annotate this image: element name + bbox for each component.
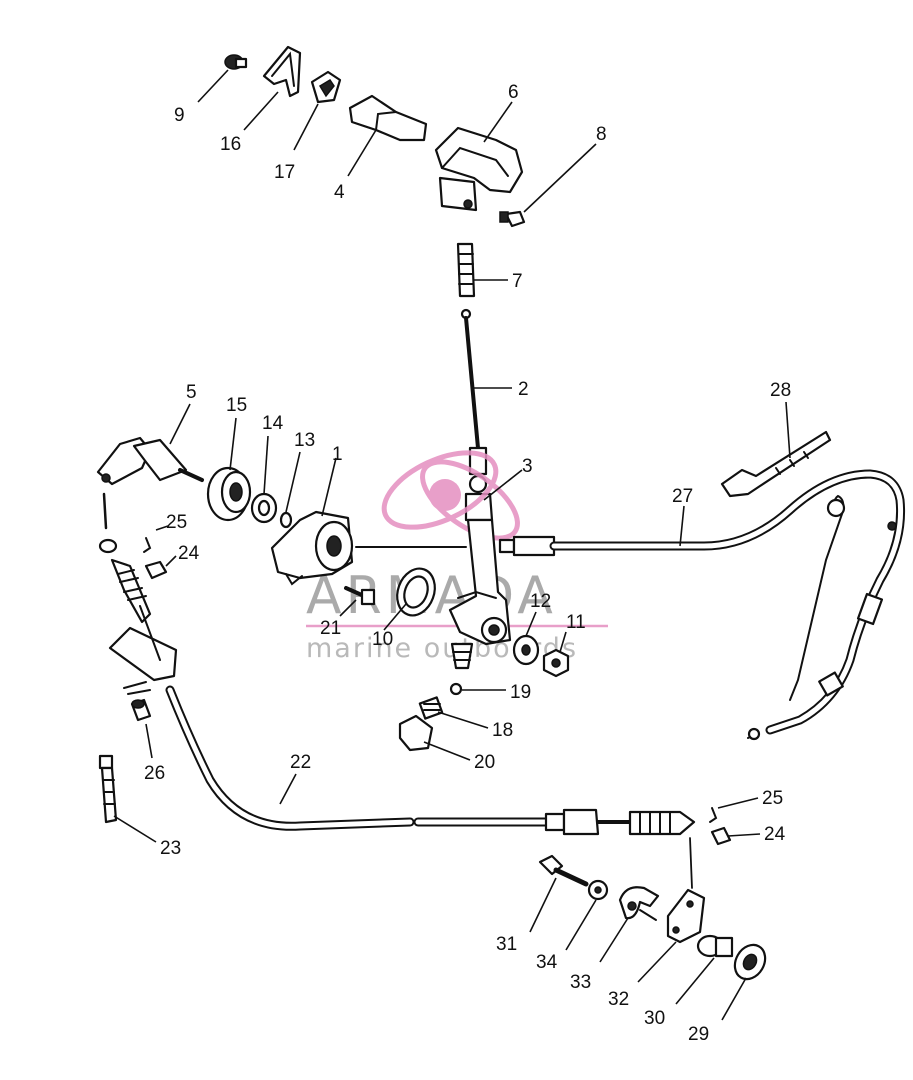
label-30: 30 bbox=[644, 1008, 665, 1029]
label-9: 9 bbox=[174, 105, 185, 126]
part-25a-clip bbox=[143, 537, 152, 553]
leader-lines bbox=[113, 69, 791, 1021]
label-27: 27 bbox=[672, 486, 693, 507]
part-10-seal bbox=[396, 567, 436, 617]
label-12: 12 bbox=[530, 591, 551, 612]
armada-logo-icon bbox=[381, 450, 520, 541]
label-4: 4 bbox=[334, 182, 345, 203]
part-27-cable bbox=[498, 469, 906, 741]
label-21: 21 bbox=[320, 618, 341, 639]
part-16-bracket bbox=[262, 45, 302, 98]
part-1-housing bbox=[270, 510, 354, 586]
label-28: 28 bbox=[770, 380, 791, 401]
part-14-washer bbox=[250, 492, 278, 524]
label-25b: 25 bbox=[762, 788, 783, 809]
part-32-plate bbox=[666, 888, 706, 944]
label-17: 17 bbox=[274, 162, 295, 183]
label-25a: 25 bbox=[166, 512, 187, 533]
label-24b: 24 bbox=[764, 824, 786, 845]
part-5-shaft bbox=[96, 436, 204, 486]
label-20: 20 bbox=[474, 752, 495, 773]
label-10: 10 bbox=[372, 629, 393, 650]
label-1: 1 bbox=[332, 444, 343, 465]
part-7-spring bbox=[456, 242, 476, 298]
label-24a: 24 bbox=[178, 543, 200, 564]
part-24a-pin bbox=[144, 560, 168, 580]
label-6: 6 bbox=[508, 82, 519, 103]
part-2-rod bbox=[460, 308, 488, 476]
part-29-grommet bbox=[733, 943, 767, 981]
part-labels: 9 16 17 4 6 8 7 2 3 28 27 5 15 14 13 1 2… bbox=[144, 82, 791, 1045]
label-2: 2 bbox=[518, 379, 529, 400]
part-6-lever-handle bbox=[434, 126, 524, 212]
label-13: 13 bbox=[294, 430, 315, 451]
label-3: 3 bbox=[522, 456, 533, 477]
part-9-screw bbox=[224, 54, 248, 70]
part-24b-pin bbox=[710, 826, 732, 846]
part-4-cover bbox=[348, 94, 428, 142]
label-23: 23 bbox=[160, 838, 181, 859]
label-22: 22 bbox=[290, 752, 311, 773]
part-25b-clip bbox=[709, 807, 718, 823]
label-18: 18 bbox=[492, 720, 513, 741]
label-8: 8 bbox=[596, 124, 607, 145]
part-12-washer bbox=[512, 634, 540, 666]
label-16: 16 bbox=[220, 134, 241, 155]
part-28-strap bbox=[720, 430, 832, 498]
label-34: 34 bbox=[536, 952, 558, 973]
part-34-washer bbox=[587, 879, 609, 901]
label-15: 15 bbox=[226, 395, 247, 416]
part-11-nut bbox=[542, 648, 570, 678]
label-7: 7 bbox=[512, 271, 523, 292]
part-26-bolt bbox=[123, 681, 152, 722]
part-20-cap bbox=[398, 714, 434, 752]
part-17-pad bbox=[310, 70, 342, 104]
part-31-bolt bbox=[538, 854, 589, 887]
label-32: 32 bbox=[608, 989, 629, 1010]
label-14: 14 bbox=[262, 413, 284, 434]
part-33-eyelet bbox=[618, 886, 660, 921]
label-31: 31 bbox=[496, 934, 517, 955]
lever-arm-assembly bbox=[448, 518, 512, 670]
part-22-cable bbox=[165, 685, 696, 889]
label-26: 26 bbox=[144, 763, 165, 784]
label-11: 11 bbox=[566, 612, 586, 633]
label-5: 5 bbox=[186, 382, 197, 403]
label-29: 29 bbox=[688, 1024, 709, 1045]
part-8-screw bbox=[499, 210, 526, 228]
part-19-ball bbox=[449, 682, 463, 696]
label-19: 19 bbox=[510, 682, 531, 703]
part-left-link bbox=[98, 492, 178, 682]
label-33: 33 bbox=[570, 972, 591, 993]
part-30-bushing bbox=[696, 934, 734, 958]
part-18-spring bbox=[418, 696, 444, 720]
part-15-gear bbox=[206, 466, 252, 522]
part-23-bolt bbox=[98, 754, 118, 824]
part-21-bolt bbox=[344, 586, 376, 606]
part-13-ring bbox=[279, 511, 293, 529]
